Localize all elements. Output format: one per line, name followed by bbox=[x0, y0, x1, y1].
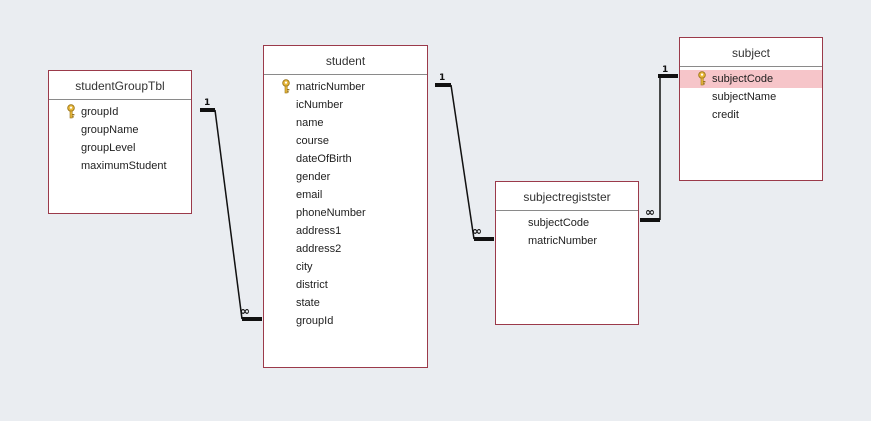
field-name: state bbox=[296, 297, 320, 309]
field-name: icNumber bbox=[296, 99, 344, 111]
field-name: subjectName bbox=[712, 91, 777, 103]
table-title[interactable]: subjectregistster bbox=[496, 182, 638, 211]
relationship-student-register[interactable] bbox=[435, 83, 494, 241]
field-name: phoneNumber bbox=[296, 207, 366, 219]
table-subject[interactable]: subject subjectCode subjectName credit bbox=[679, 37, 823, 181]
field-name: district bbox=[296, 279, 328, 291]
field-subjectCode[interactable]: subjectCode bbox=[496, 214, 638, 232]
relationship-one-label: 1 bbox=[662, 65, 669, 75]
field-district[interactable]: district bbox=[264, 276, 427, 294]
field-list: subjectCode subjectName credit bbox=[680, 70, 822, 124]
field-name: address2 bbox=[296, 243, 342, 255]
field-address2[interactable]: address2 bbox=[264, 240, 427, 258]
table-studentGroupTbl[interactable]: studentGroupTbl groupId groupName groupL… bbox=[48, 70, 192, 214]
field-name: groupName bbox=[81, 124, 139, 136]
field-groupLevel[interactable]: groupLevel bbox=[49, 139, 191, 157]
field-name: email bbox=[296, 189, 323, 201]
field-name: groupId bbox=[296, 315, 334, 327]
relationship-one-label: 1 bbox=[204, 98, 211, 108]
table-subjectregistster[interactable]: subjectregistster subjectCode matricNumb… bbox=[495, 181, 639, 325]
table-student[interactable]: student matricNumber icNumber name cours… bbox=[263, 45, 428, 368]
field-name: matricNumber bbox=[528, 235, 598, 247]
field-subjectCode[interactable]: subjectCode bbox=[680, 70, 822, 88]
field-name: credit bbox=[712, 109, 739, 121]
primary-key-icon bbox=[67, 104, 75, 119]
primary-key-icon bbox=[698, 71, 706, 86]
relationship-group-student[interactable] bbox=[200, 108, 262, 321]
field-subjectName[interactable]: subjectName bbox=[680, 88, 822, 106]
field-address1[interactable]: address1 bbox=[264, 222, 427, 240]
field-list: groupId groupName groupLevel maximumStud… bbox=[49, 103, 191, 175]
field-email[interactable]: email bbox=[264, 186, 427, 204]
field-name: name bbox=[296, 117, 324, 129]
field-name: groupId bbox=[81, 106, 119, 118]
field-matricNumber[interactable]: matricNumber bbox=[264, 78, 427, 96]
field-groupId[interactable]: groupId bbox=[49, 103, 191, 121]
field-name: subjectCode bbox=[712, 73, 774, 85]
field-city[interactable]: city bbox=[264, 258, 427, 276]
relationship-many-label: ∞ bbox=[472, 224, 482, 238]
table-title[interactable]: studentGroupTbl bbox=[49, 71, 191, 100]
field-name: gender bbox=[296, 171, 331, 183]
field-name: matricNumber bbox=[296, 81, 366, 93]
field-phoneNumber[interactable]: phoneNumber bbox=[264, 204, 427, 222]
field-name[interactable]: name bbox=[264, 114, 427, 132]
field-matricNumber[interactable]: matricNumber bbox=[496, 232, 638, 250]
field-list: subjectCode matricNumber bbox=[496, 214, 638, 250]
field-list: matricNumber icNumber name course dateOf… bbox=[264, 78, 427, 330]
field-name: city bbox=[296, 261, 313, 273]
field-course[interactable]: course bbox=[264, 132, 427, 150]
field-groupName[interactable]: groupName bbox=[49, 121, 191, 139]
field-name: groupLevel bbox=[81, 142, 136, 154]
relationship-subject-register[interactable] bbox=[640, 74, 678, 222]
relationship-one-label: 1 bbox=[439, 73, 446, 83]
field-maximumStudent[interactable]: maximumStudent bbox=[49, 157, 191, 175]
field-gender[interactable]: gender bbox=[264, 168, 427, 186]
table-title[interactable]: subject bbox=[680, 38, 822, 67]
primary-key-icon bbox=[282, 79, 290, 94]
field-icNumber[interactable]: icNumber bbox=[264, 96, 427, 114]
field-name: subjectCode bbox=[528, 217, 590, 229]
field-name: course bbox=[296, 135, 330, 147]
relationship-many-label: ∞ bbox=[645, 205, 655, 219]
field-name: dateOfBirth bbox=[296, 153, 352, 165]
field-groupId[interactable]: groupId bbox=[264, 312, 427, 330]
field-state[interactable]: state bbox=[264, 294, 427, 312]
field-name: maximumStudent bbox=[81, 160, 167, 172]
field-dateOfBirth[interactable]: dateOfBirth bbox=[264, 150, 427, 168]
relationship-many-label: ∞ bbox=[240, 304, 250, 318]
field-credit[interactable]: credit bbox=[680, 106, 822, 124]
table-title[interactable]: student bbox=[264, 46, 427, 75]
field-name: address1 bbox=[296, 225, 342, 237]
